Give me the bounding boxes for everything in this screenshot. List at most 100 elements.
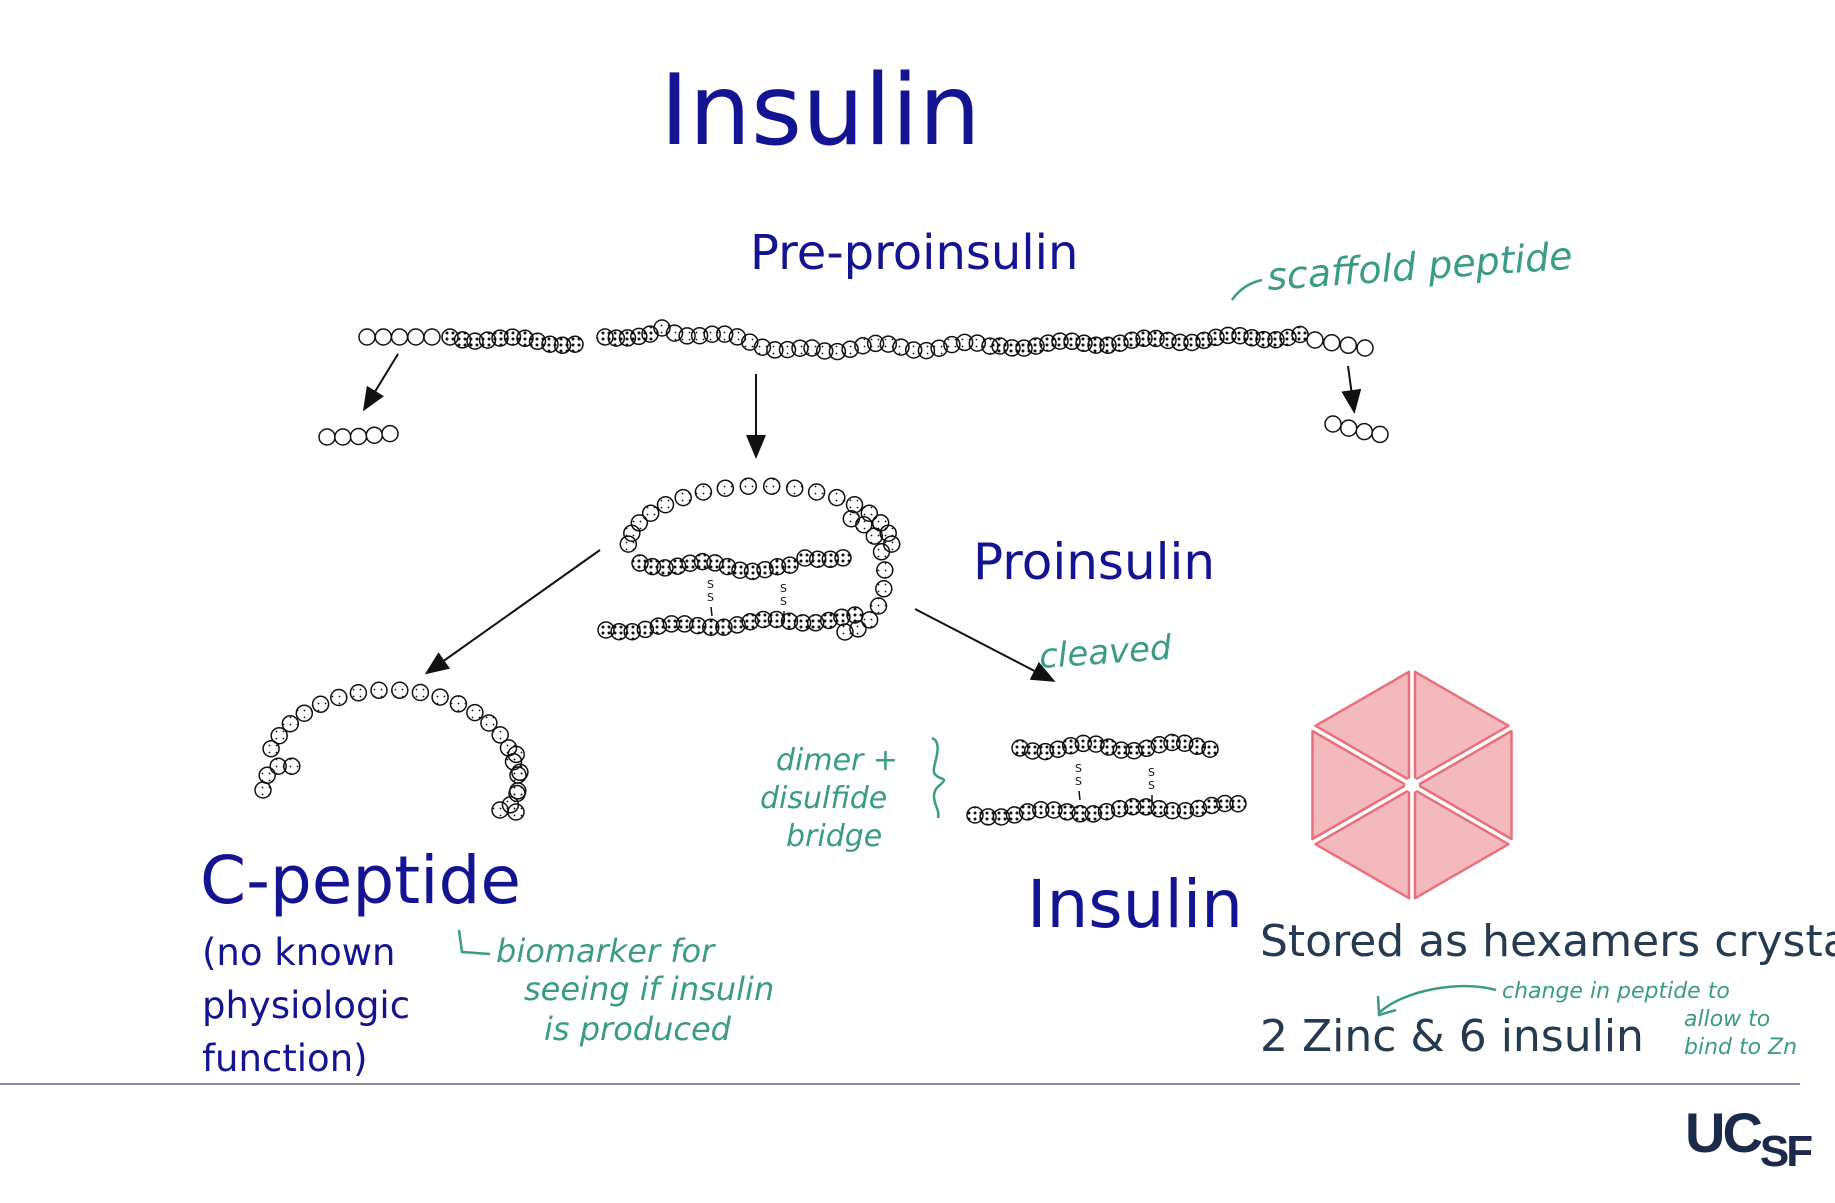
note-dimer-line-1: dimer + bbox=[776, 743, 898, 778]
amino-acid-bead-dark bbox=[834, 549, 852, 567]
amino-acid-bead-speckled bbox=[716, 479, 735, 497]
amino-acid-bead-speckled bbox=[295, 704, 314, 722]
label-insulin: Insulin bbox=[1027, 866, 1244, 943]
amino-acid-bead-speckled bbox=[507, 803, 525, 821]
hexamer-subunit bbox=[1314, 788, 1411, 900]
logo-f: F bbox=[1786, 1127, 1813, 1176]
amino-acid-bead-speckled bbox=[807, 483, 826, 501]
amino-acid-bead-open bbox=[381, 424, 399, 443]
note-change-line-3: bind to Zn bbox=[1684, 1035, 1797, 1060]
amino-acid-bead-speckled bbox=[875, 580, 893, 598]
hexamer-subunit bbox=[1314, 670, 1411, 782]
cpeptide-note: (no known physiologic function) bbox=[202, 926, 410, 1085]
amino-acid-bead-speckled bbox=[836, 623, 854, 641]
hexamer-subunit bbox=[1311, 729, 1408, 841]
amino-acid-bead-dark bbox=[846, 606, 864, 624]
amino-acid-bead-open bbox=[1324, 415, 1342, 433]
amino-acid-bead-open bbox=[423, 328, 441, 346]
amino-acid-bead-speckled bbox=[656, 495, 675, 514]
amino-acid-bead-speckled bbox=[739, 477, 758, 495]
amino-acid-bead-speckled bbox=[785, 479, 804, 497]
zinc-arrow bbox=[1379, 984, 1497, 1013]
amino-acid-bead-dark bbox=[1291, 325, 1309, 344]
amino-acid-bead-speckled bbox=[283, 757, 301, 775]
amino-acid-bead-speckled bbox=[262, 739, 280, 758]
amino-acid-bead-speckled bbox=[828, 488, 846, 507]
label-zinc-insulin: 2 Zinc & 6 insulin bbox=[1260, 1011, 1644, 1062]
ucsf-logo: UCSF bbox=[1685, 1100, 1813, 1176]
amino-acid-bead-open bbox=[1339, 419, 1358, 437]
arrow-to-cpeptide bbox=[424, 549, 601, 675]
logo-u: U bbox=[1685, 1101, 1725, 1164]
amino-acid-bead-open bbox=[1322, 333, 1341, 352]
dimer-brace bbox=[931, 736, 946, 819]
amino-acid-bead-open bbox=[1339, 336, 1358, 355]
amino-acid-bead-speckled bbox=[449, 695, 468, 713]
handwritten-annotations: scaffold peptide cleaved dimer + disulfi… bbox=[457, 234, 1797, 1060]
note-change-line-2: allow to bbox=[1684, 1007, 1770, 1032]
amino-acid-bead-speckled bbox=[281, 714, 300, 733]
hexamer-subunit bbox=[1416, 729, 1513, 841]
biomarker-hook bbox=[457, 929, 491, 956]
amino-acid-bead-speckled bbox=[872, 543, 891, 561]
amino-acid-bead-speckled bbox=[876, 561, 894, 579]
slide-title: Insulin bbox=[660, 54, 981, 168]
amino-acid-bead-speckled bbox=[411, 683, 430, 702]
peptide-bead-chains bbox=[254, 319, 1389, 826]
note-change-line-1: change in peptide to bbox=[1502, 979, 1730, 1004]
amino-acid-bead-open bbox=[334, 428, 352, 446]
scaffold-hook bbox=[1230, 278, 1263, 301]
label-preproinsulin: Pre-proinsulin bbox=[750, 225, 1079, 281]
arrow-signal-left bbox=[362, 353, 399, 412]
amino-acid-bead-speckled bbox=[641, 504, 660, 522]
arrow-signal-right bbox=[1341, 365, 1362, 414]
hexamer-icon bbox=[1311, 670, 1513, 900]
amino-acid-bead-speckled bbox=[508, 784, 526, 803]
amino-acid-bead-open bbox=[407, 328, 425, 346]
label-cpeptide: C-peptide bbox=[200, 842, 522, 919]
amino-acid-bead-open bbox=[1355, 422, 1374, 441]
cpeptide-note-line-1: (no known bbox=[202, 931, 396, 974]
note-biomarker-line-3: is produced bbox=[544, 1010, 732, 1048]
amino-acid-bead-speckled bbox=[865, 527, 884, 545]
amino-acid-bead-speckled bbox=[674, 488, 692, 507]
zinc-arrowhead bbox=[1376, 995, 1397, 1017]
label-stored-hexamers: Stored as hexamers crystal bbox=[1260, 916, 1835, 967]
label-proinsulin: Proinsulin bbox=[973, 533, 1216, 591]
amino-acid-bead-open bbox=[390, 328, 409, 346]
amino-acid-bead-open bbox=[365, 426, 384, 444]
insulin-disulfide-2: S S bbox=[1148, 766, 1155, 804]
amino-acid-bead-speckled bbox=[630, 514, 649, 532]
hexamer-subunit bbox=[1413, 670, 1510, 782]
note-dimer-line-3: bridge bbox=[786, 819, 882, 854]
amino-acid-bead-speckled bbox=[330, 688, 348, 707]
amino-acid-bead-dark bbox=[566, 335, 584, 353]
disulfide-s-label: S bbox=[1148, 766, 1155, 779]
cpeptide-note-line-2: physiologic bbox=[202, 984, 411, 1027]
amino-acid-bead-dark bbox=[781, 556, 799, 574]
amino-acid-bead-speckled bbox=[370, 681, 388, 700]
amino-acid-bead-dark bbox=[1229, 794, 1247, 813]
amino-acid-bead-speckled bbox=[466, 703, 484, 722]
amino-acid-bead-open bbox=[358, 328, 376, 346]
amino-acid-bead-open bbox=[1356, 339, 1374, 357]
proinsulin-disulfide-2: S S bbox=[780, 582, 787, 620]
disulfide-s-label: S bbox=[707, 578, 714, 591]
arrow-to-insulin bbox=[914, 608, 1056, 682]
amino-acid-bead-speckled bbox=[855, 515, 873, 534]
amino-acid-bead-speckled bbox=[509, 766, 527, 784]
disulfide-s-label: S bbox=[780, 595, 787, 608]
amino-acid-bead-open bbox=[318, 428, 336, 446]
amino-acid-bead-speckled bbox=[391, 681, 409, 700]
disulfide-s-label: S bbox=[1075, 775, 1082, 788]
amino-acid-bead-speckled bbox=[311, 695, 330, 714]
disulfide-s-label: S bbox=[1075, 762, 1082, 775]
disulfide-s-label: S bbox=[1148, 779, 1155, 792]
amino-acid-bead-open bbox=[1306, 331, 1324, 349]
cpeptide-note-line-3: function) bbox=[202, 1037, 368, 1080]
note-dimer-line-2: disulfide bbox=[760, 781, 887, 816]
disulfide-s-label: S bbox=[707, 591, 714, 604]
footer-divider bbox=[0, 1083, 1800, 1085]
amino-acid-bead-open bbox=[1371, 425, 1389, 444]
